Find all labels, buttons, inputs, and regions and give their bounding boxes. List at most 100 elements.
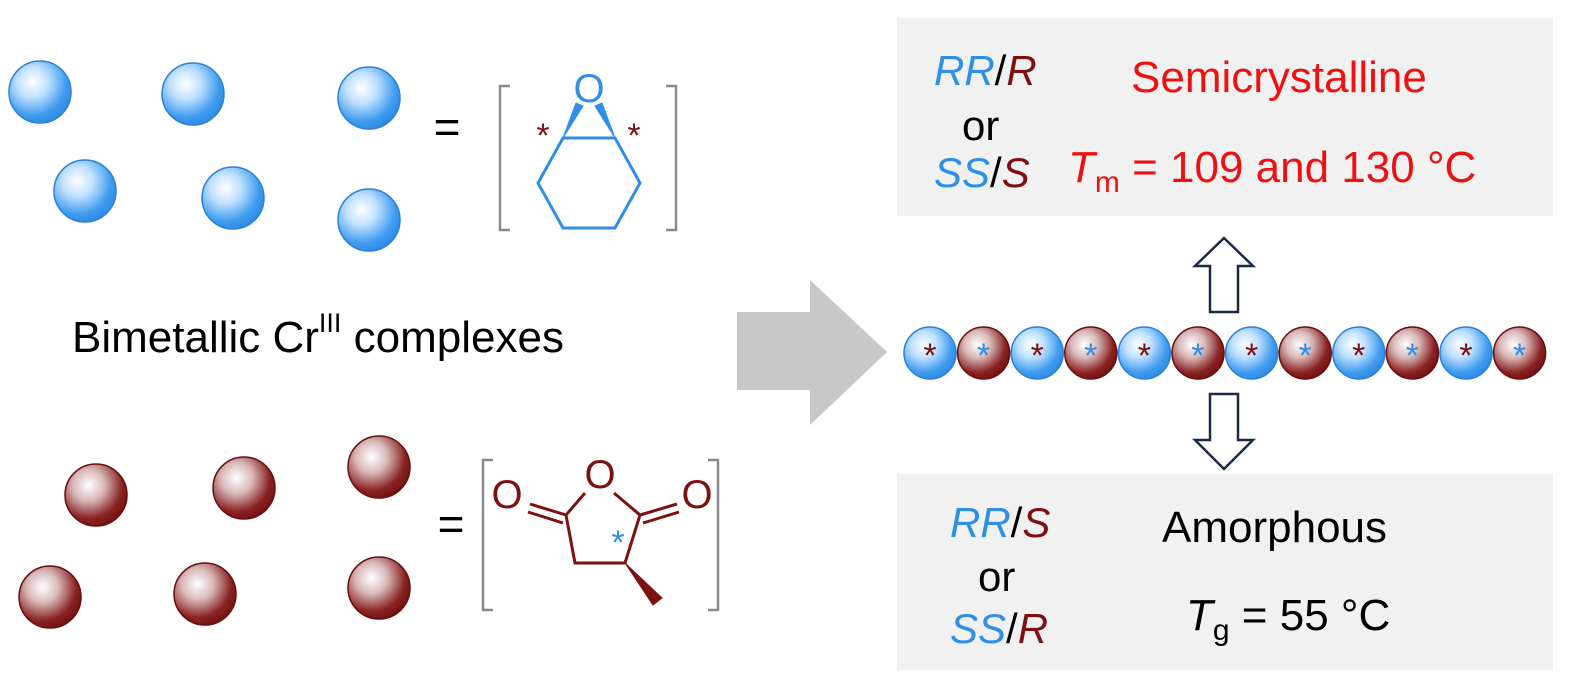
top-title: Semicrystalline [1131,53,1427,102]
anhydride-structure [481,458,720,612]
catalyst-label-tail: complexes [341,313,564,362]
chain-bead-maroon [1171,326,1225,380]
bottom-option-2-slash: / [1006,605,1018,652]
down-arrow-icon [1191,392,1257,471]
epoxide-oxygen: O [573,67,604,111]
chain-bead-blue [1010,326,1064,380]
blue-sphere [201,166,265,230]
bottom-title: Amorphous [1162,503,1388,552]
bottom-option-1-second: S [1022,499,1051,546]
chain-bead-blue [1332,326,1386,380]
bracket-right [708,458,720,612]
maroon-sphere [64,463,128,527]
chain-stereo-mark: * [1406,337,1419,375]
bottom-property-subscript: g [1212,614,1230,647]
epoxide-stereo-mark-left: * [536,117,549,155]
up-arrow-icon [1191,236,1257,314]
polymer-chain: * * * * * * * * * * * * [903,326,1547,380]
bottom-property-value: = 55 °C [1229,591,1391,640]
chain-bead-maroon [1492,326,1547,380]
catalyst-label-main: Bimetallic Cr [72,313,319,362]
blue-sphere [337,66,401,130]
cyclohexane-ring [536,136,642,230]
bracket-right [666,84,678,232]
methyl-wedge [624,562,663,606]
bottom-option-2-second: R [1017,605,1049,652]
top-property-value: = 109 and 130 °C [1119,143,1477,192]
top-option-2-second: S [1001,149,1030,196]
equals-sign-anhydride: = [438,498,465,550]
top-property: Tm = 109 and 130 °C [1068,143,1477,198]
top-option-1-first: RR [934,47,995,94]
anhydride-stereo-mark: * [611,524,624,562]
top-property-symbol: T [1068,143,1095,192]
top-option-2: SS/S [934,152,1030,194]
anhydride-ring-oxygen: O [584,453,615,497]
bottom-property: Tg = 55 °C [1186,591,1391,646]
top-connector: or [962,102,1000,149]
chain-bead-blue [1224,326,1279,380]
bottom-connector: or [978,553,1016,600]
anhydride-catalyst-spheres [18,435,411,629]
bracket-left [481,458,493,612]
carbonyl-left-a [529,502,567,517]
top-result-box [897,18,1553,216]
chain-stereo-mark: * [923,337,936,375]
maroon-sphere [173,562,237,626]
anhydride-ring [564,491,642,565]
top-option-1: RR/R [934,50,1037,92]
maroon-sphere [347,556,411,620]
epoxide-catalyst-spheres [8,60,401,252]
chain-stereo-mark: * [1245,337,1258,375]
top-option-2-first: SS [934,149,991,196]
blue-sphere [161,62,225,126]
epoxide-structure [498,84,678,232]
top-property-subscript: m [1094,166,1120,199]
blue-sphere [337,188,401,252]
chain-bead-blue [1439,326,1493,380]
maroon-sphere [212,456,276,520]
bottom-result-box [897,474,1553,670]
chain-stereo-mark: * [1459,337,1472,375]
chain-bead-blue [1117,326,1172,380]
chain-bead-maroon [956,326,1011,380]
chain-stereo-mark: * [1191,337,1204,375]
chain-stereo-mark: * [1138,337,1151,375]
chain-stereo-mark: * [1352,337,1365,375]
maroon-sphere [347,435,411,499]
catalyst-label: Bimetallic CrIII complexes [72,310,564,362]
blue-sphere [53,159,117,223]
bottom-option-1: RR/S [950,502,1050,544]
carbonyl-right-a [639,502,678,517]
chain-stereo-mark: * [1084,337,1097,375]
epoxide-stereo-mark-right: * [627,117,640,155]
bottom-option-1-slash: / [1010,499,1023,546]
anhydride-carbonyl-oxygen-right: O [681,473,712,517]
catalyst-label-superscript: III [318,308,342,338]
equals-sign-epoxide: = [434,101,461,153]
chain-stereo-mark: * [1513,337,1526,375]
chain-stereo-mark: * [977,337,990,375]
blue-sphere [8,60,72,124]
bracket-left [498,84,510,232]
top-option-1-slash: / [994,47,1007,94]
anhydride-carbonyl-oxygen-left: O [491,473,522,517]
top-option-1-second: R [1006,47,1037,94]
epoxide-wedge-right [594,102,616,139]
bottom-option-2-first: SS [950,605,1007,652]
chain-bead-maroon [1064,326,1118,380]
chain-bead-maroon [1278,326,1332,380]
bottom-option-1-first: RR [950,499,1011,546]
bottom-property-symbol: T [1186,591,1213,640]
right-arrow-icon [737,280,887,425]
chain-bead-maroon [1385,326,1440,380]
top-option-2-slash: / [990,149,1002,196]
carbonyl-right-b [642,510,680,525]
epoxide-wedge-left [562,102,584,139]
maroon-sphere [18,565,82,629]
chain-stereo-mark: * [1299,337,1312,375]
chain-stereo-mark: * [1031,337,1044,375]
carbonyl-left-b [527,510,564,525]
